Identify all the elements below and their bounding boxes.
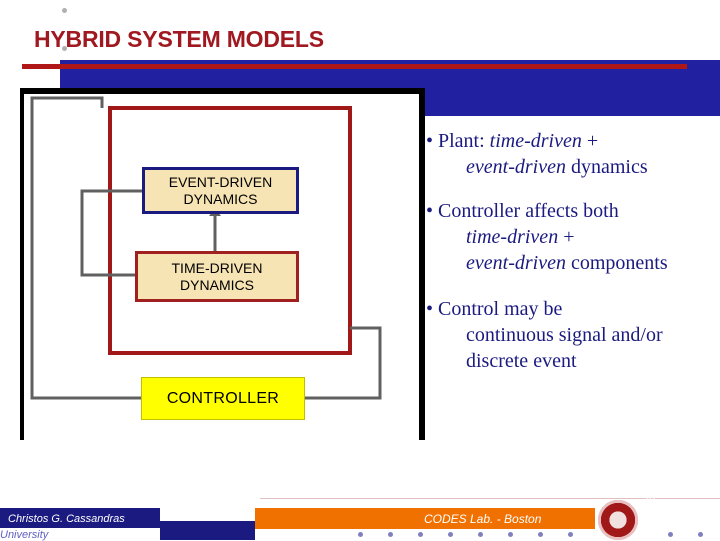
event-box-line: EVENT-DRIVEN — [168, 173, 273, 190]
page-number: 20 — [644, 494, 656, 505]
controller-left-link — [30, 96, 141, 400]
bullet-text: event-driven — [466, 252, 566, 274]
event-driven-box: EVENT-DRIVEN DYNAMICS — [142, 167, 299, 214]
footer-dot — [418, 532, 423, 537]
university-seal-icon — [598, 500, 638, 540]
footer-orange-bar — [255, 508, 595, 529]
footer-dot — [568, 532, 573, 537]
event-box-line: DYNAMICS — [183, 190, 258, 207]
bullet-text: • Plant: — [426, 130, 490, 152]
bullet-text: time-driven — [489, 130, 582, 152]
footer-lab: CODES Lab. - Boston — [424, 512, 542, 526]
bullet-text: components — [565, 252, 668, 274]
bullet-text: + — [581, 130, 599, 152]
diagram-shadow-left — [20, 88, 24, 440]
controller-label: CONTROLLER — [166, 390, 280, 407]
bullet-text: discrete event — [466, 350, 577, 372]
time-box-line: TIME-DRIVEN — [171, 259, 263, 276]
controller-box: CONTROLLER — [141, 377, 305, 420]
footer-dot — [508, 532, 513, 537]
title-dot — [62, 46, 67, 51]
diagram-shadow-top — [20, 88, 425, 94]
footer-author-bar — [0, 508, 160, 528]
bullet-text: • Controller affects both — [426, 200, 619, 222]
footer-dot — [478, 532, 483, 537]
time-box-line: DYNAMICS — [180, 276, 254, 293]
footer-blue-strip — [160, 521, 255, 540]
diagram-shadow-right — [419, 88, 425, 440]
bullet-text: • Control may be — [426, 298, 563, 320]
bullet-item: • Control may be continuous signal and/or… — [426, 296, 663, 374]
footer-dot — [698, 532, 703, 537]
bullet-line: continuous signal and/or — [426, 322, 663, 348]
footer-dot — [358, 532, 363, 537]
bullet-line: • Controller affects both — [426, 198, 668, 224]
bullet-text: time-driven — [466, 226, 559, 248]
bullet-text: continuous signal and/or — [466, 324, 663, 346]
bullet-line: • Plant: time-driven + — [426, 128, 648, 154]
footer-dot — [668, 532, 673, 537]
bullet-text: dynamics — [565, 156, 648, 178]
bullet-line: time-driven + — [426, 224, 668, 250]
footer-rule — [260, 498, 720, 499]
bullet-item: • Plant: time-driven +event-driven dynam… — [426, 128, 648, 180]
bullet-text: + — [558, 226, 575, 248]
controller-right-link — [305, 326, 382, 400]
outer-left-link — [80, 273, 142, 277]
plant-frame — [108, 106, 352, 355]
bullet-text: event-driven — [466, 156, 566, 178]
bullet-line: • Control may be — [426, 296, 663, 322]
header-red-rule — [22, 64, 687, 69]
footer-dot — [388, 532, 393, 537]
footer-author: Christos G. Cassandras — [8, 513, 125, 525]
bullet-line: discrete event — [426, 348, 663, 374]
title-dot — [62, 8, 67, 13]
bullet-line: event-driven dynamics — [426, 154, 648, 180]
time-driven-box: TIME-DRIVEN DYNAMICS — [135, 251, 299, 302]
bullet-line: event-driven components — [426, 250, 668, 276]
footer-university: University — [0, 529, 49, 541]
footer-dot — [448, 532, 453, 537]
footer-dot — [538, 532, 543, 537]
page-title: HYBRID SYSTEM MODELS — [34, 26, 324, 52]
